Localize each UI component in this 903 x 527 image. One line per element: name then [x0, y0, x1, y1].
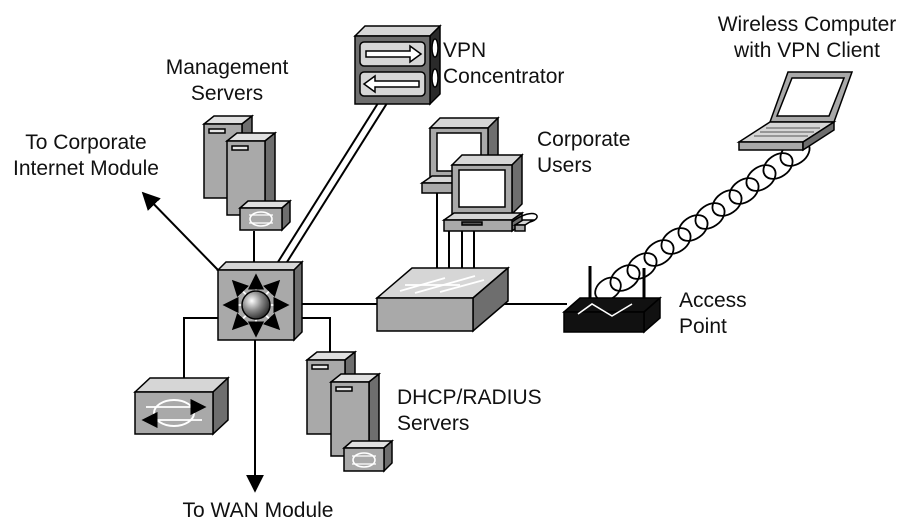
link-switch-to-dhcp — [294, 317, 331, 352]
label-access-point: Access Point — [679, 288, 747, 340]
label-line: Corporate — [537, 128, 631, 151]
link-switch-to-router — [183, 317, 218, 380]
vpn-concentrator-icon — [353, 24, 442, 106]
core-switch-icon — [216, 260, 304, 342]
label-line: Access — [679, 289, 747, 312]
wireless-laptop-icon — [736, 71, 854, 152]
label-line: Concentrator — [443, 65, 565, 88]
label-line: Internet Module — [13, 157, 159, 180]
label-wireless-computer: Wireless Computer with VPN Client — [712, 12, 902, 64]
label-line: with VPN Client — [734, 39, 880, 62]
label-line: Point — [679, 315, 727, 338]
management-servers-icon — [201, 114, 292, 232]
label-vpn-concentrator: VPN Concentrator — [443, 38, 564, 90]
label-dhcp-radius: DHCP/RADIUS Servers — [397, 385, 542, 437]
router-icon — [133, 376, 230, 436]
label-corporate-users: Corporate Users — [537, 127, 630, 179]
label-to-wan: To WAN Module — [158, 498, 358, 524]
label-line: Users — [537, 154, 592, 177]
label-line: Servers — [397, 412, 470, 435]
access-point-icon — [562, 266, 662, 334]
workgroup-switch-icon — [374, 266, 511, 333]
dhcp-radius-servers-icon — [304, 350, 394, 473]
label-management-servers: Management Servers — [162, 55, 292, 107]
label-line: Wireless Computer — [717, 13, 897, 36]
label-line: Servers — [190, 82, 264, 105]
label-line: To WAN Module — [182, 499, 334, 522]
link-switch-to-internet — [141, 191, 219, 271]
link-switch-to-vpn-b — [286, 99, 390, 263]
label-line: DHCP/RADIUS — [397, 386, 542, 409]
label-line: VPN — [443, 39, 487, 62]
link-switch-to-vpn-a — [277, 99, 381, 263]
label-line: To Corporate — [25, 131, 147, 154]
label-line: Management — [165, 56, 289, 79]
corporate-users-icon — [419, 116, 538, 233]
label-to-corporate-internet: To Corporate Internet Module — [0, 130, 172, 182]
